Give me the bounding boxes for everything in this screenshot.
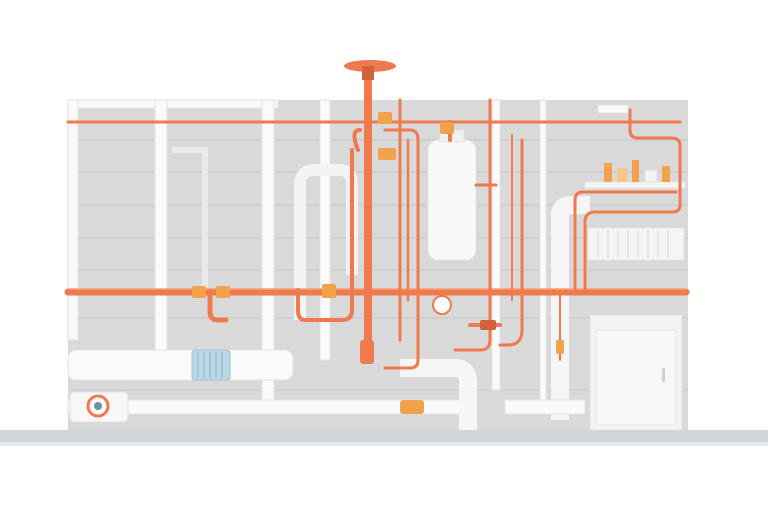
copper-pipes	[64, 66, 690, 370]
copper-loop	[352, 128, 362, 152]
copper-pipe	[383, 128, 420, 370]
copper-pipe-right	[583, 108, 682, 292]
copper-drop	[207, 289, 229, 323]
filter-cartridge	[191, 349, 231, 381]
copper-pipe	[498, 138, 524, 347]
cabinet-handle	[662, 368, 665, 382]
valve-handle	[344, 60, 396, 80]
filter-body	[191, 349, 231, 381]
brass-fitting	[556, 340, 564, 354]
shelf-item	[644, 169, 658, 183]
white-elbow	[400, 359, 477, 430]
shelf-top	[584, 181, 686, 189]
white-pipe	[539, 99, 547, 401]
copper-pipe-right	[573, 190, 678, 294]
rack	[587, 227, 685, 261]
gauge	[432, 295, 452, 315]
fittings	[192, 112, 564, 414]
shelf-item	[632, 160, 639, 182]
shelf-item	[604, 163, 612, 182]
brass-fitting	[440, 122, 454, 134]
floor-strip	[0, 430, 768, 442]
copper-loop-left	[296, 148, 354, 322]
white-main-pipe	[67, 349, 294, 381]
white-pipe	[597, 104, 629, 114]
shelf-item	[662, 166, 670, 182]
white-pipe	[504, 399, 586, 415]
valve-stem	[362, 66, 374, 80]
shelf-unit	[584, 160, 686, 261]
floor-shadow	[0, 442, 768, 446]
brass-fitting	[216, 286, 230, 298]
white-pipes	[67, 99, 629, 430]
shelf-item	[617, 168, 627, 182]
white-pipe	[67, 99, 279, 109]
brass-fitting	[378, 112, 392, 124]
pump-dial-center	[94, 402, 102, 410]
brass-fitting	[378, 148, 396, 160]
brass-fitting	[360, 340, 374, 364]
brass-fitting	[480, 320, 496, 330]
white-pipe	[154, 99, 168, 351]
white-pipe-right	[551, 196, 590, 420]
white-pipe-thin	[172, 147, 208, 290]
white-pipe	[491, 99, 501, 391]
tank-body	[427, 139, 477, 261]
brass-fitting	[192, 286, 206, 298]
brass-fitting	[322, 284, 336, 298]
copper-pipe	[453, 98, 492, 352]
pump-housing	[69, 391, 129, 423]
white-pipe	[67, 99, 79, 341]
white-pipe	[319, 99, 331, 361]
brass-fitting	[400, 400, 424, 414]
utility-cabinet	[589, 314, 683, 431]
